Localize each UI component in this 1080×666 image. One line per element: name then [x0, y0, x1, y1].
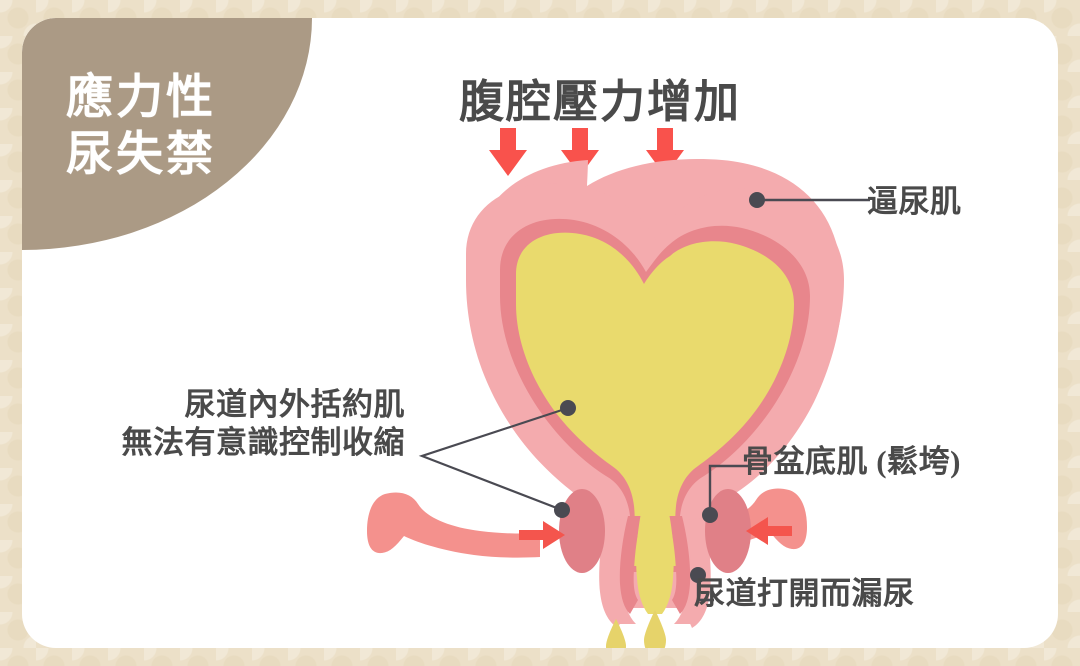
sphincter-left	[559, 489, 605, 573]
bladder-diagram-illustration	[367, 128, 870, 648]
pressure-arrow-1	[489, 128, 527, 176]
label-detrusor: 逼尿肌	[867, 184, 962, 219]
page-title: 腹腔壓力增加	[458, 77, 741, 127]
urine-drop-1	[644, 610, 666, 648]
sphincter-right	[705, 489, 751, 573]
leader-sphincter	[418, 400, 576, 518]
urethra-lining	[619, 516, 691, 614]
pressure-arrow-2	[561, 128, 599, 176]
urine-fill-bladder	[516, 232, 794, 566]
inward-arrow-left	[519, 521, 565, 549]
white-card: 應力性 尿失禁 腹腔壓力增加 逼尿肌 尿道內外括約肌 無法有意識控制收縮 骨盆底…	[22, 18, 1058, 648]
leader-leak	[690, 567, 714, 602]
urine-drop-3	[656, 646, 660, 648]
category-badge-label: 應力性 尿失禁	[66, 72, 216, 181]
inward-arrow-right	[746, 517, 792, 545]
urine-drop-2	[606, 619, 626, 648]
urine-stream-urethra	[636, 508, 674, 614]
label-sphincter: 尿道內外括約肌 無法有意識控制收縮	[121, 387, 405, 460]
pelvic-floor-muscle-left	[367, 492, 540, 558]
pressure-arrow-3	[646, 128, 684, 176]
leader-pelvic-floor	[702, 464, 752, 523]
leader-detrusor	[749, 192, 870, 208]
label-pelvic-floor: 骨盆底肌 (鬆垮)	[742, 444, 961, 479]
label-urine-leak: 尿道打開而漏尿	[694, 576, 915, 611]
